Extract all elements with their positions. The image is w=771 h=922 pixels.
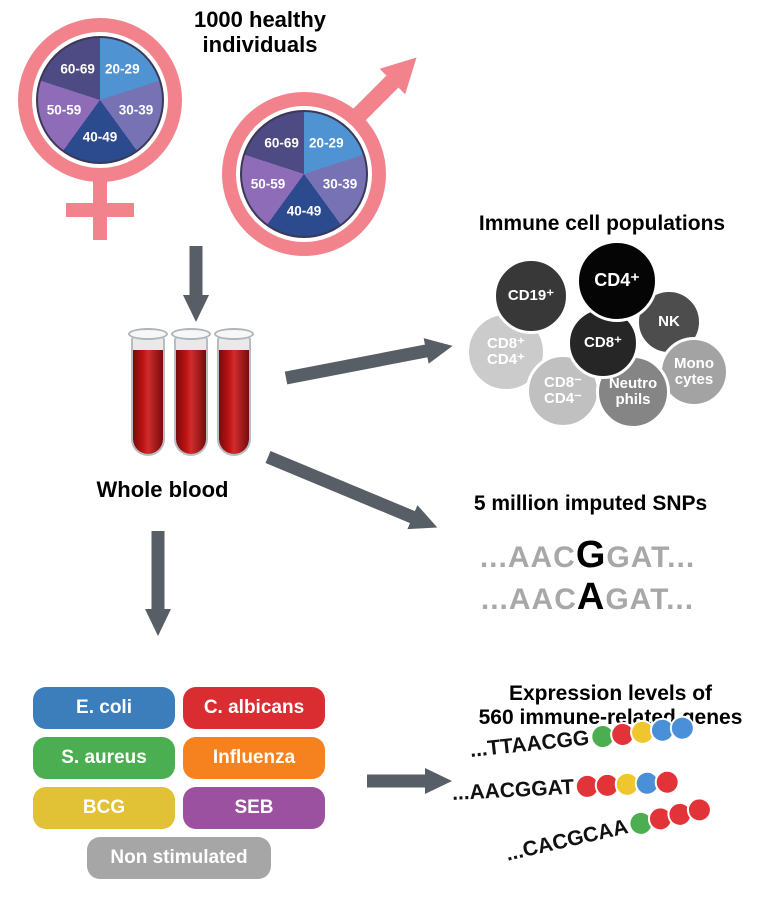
male-ring: 20-29 30-39 40-49 50-59 60-69: [222, 92, 386, 256]
expression-bead: [654, 769, 681, 796]
snp-variant-allele: A: [576, 576, 606, 618]
snp-sequence-ref: ...AACGGAT...: [415, 534, 760, 577]
stimulus-label: Influenza: [212, 747, 296, 768]
gene-sequence: ...CACGCAA: [503, 814, 631, 866]
cell-label: CD19⁺: [507, 286, 555, 304]
stimulus-label: SEB: [234, 797, 274, 818]
blood-fill: [176, 350, 206, 454]
snps-title: 5 million imputed SNPs: [473, 492, 708, 515]
cohort-title-line1: 1000 healthy: [193, 7, 327, 32]
age-label: 50-59: [250, 176, 286, 192]
stimulus-label: Non stimulated: [110, 847, 248, 868]
cell-circle-cd4pos: CD4⁺: [576, 240, 658, 322]
age-label: 60-69: [60, 61, 95, 77]
cell-circle-cd19pos: CD19⁺: [493, 258, 569, 334]
tube-glass: [174, 336, 208, 456]
stimulus-pill-seb: SEB: [183, 787, 325, 829]
tube-rim: [128, 328, 168, 340]
blood-fill: [133, 350, 163, 454]
female-ring: 20-29 30-39 40-49 50-59 60-69: [18, 18, 182, 182]
stimulus-label: E. coli: [76, 697, 132, 718]
blood-fill: [219, 350, 249, 454]
expression-title-line1: Expression levels of: [508, 682, 713, 705]
gene-row: ...AACGGAT: [451, 769, 681, 806]
age-label: 50-59: [46, 102, 82, 118]
arrow-blood-to-cells: [284, 338, 453, 385]
stimulus-pill-saureus: S. aureus: [33, 737, 175, 779]
stimulus-label: C. albicans: [203, 697, 305, 718]
age-label: 60-69: [264, 135, 299, 151]
snp-sequence-alt: ...AACAGAT...: [415, 576, 760, 619]
male-symbol-arrow: [349, 57, 417, 125]
female-age-pie: 20-29 30-39 40-49 50-59 60-69: [36, 36, 164, 164]
stimulus-pill-calbicans: C. albicans: [183, 687, 325, 729]
test-tube: [128, 328, 168, 458]
cell-label: CD8⁺ CD4⁺: [487, 334, 525, 368]
snp-seq-pre: ...AAC: [480, 583, 577, 616]
snp-variant-allele: G: [575, 534, 607, 576]
stimulus-pill-nonstimulated: Non stimulated: [87, 837, 271, 879]
cohort-title-line2: individuals: [202, 31, 318, 57]
cell-label: CD8⁺: [584, 333, 622, 351]
test-tube: [171, 328, 211, 458]
arrow-blood-to-snps: [265, 450, 438, 530]
female-symbol-crossbar: [66, 203, 134, 217]
gene-sequence: ...TTAACGG: [468, 726, 591, 762]
expression-title: Expression levels of 560 immune-related …: [458, 682, 763, 729]
age-label: 30-39: [118, 102, 154, 118]
cohort-title: 1000 healthy individuals: [158, 7, 362, 57]
male-age-pie: 20-29 30-39 40-49 50-59 60-69: [240, 110, 368, 238]
tube-rim: [171, 328, 211, 340]
cell-label: Mono cytes: [674, 354, 714, 388]
stimulus-pill-ecoli: E. coli: [33, 687, 175, 729]
stimulus-label: S. aureus: [61, 747, 147, 768]
snp-seq-post: GAT...: [605, 583, 695, 616]
stimulus-pill-bcg: BCG: [33, 787, 175, 829]
tube-glass: [217, 336, 251, 456]
cell-label: CD4⁺: [594, 270, 640, 291]
cell-label: Neutro phils: [608, 374, 658, 408]
snp-seq-post: GAT...: [606, 541, 696, 574]
gene-row: ...CACGCAA: [503, 794, 715, 867]
test-tube: [214, 328, 254, 458]
stimulus-label: BCG: [82, 797, 126, 818]
age-label: 30-39: [322, 176, 358, 192]
tube-glass: [131, 336, 165, 456]
age-label: 40-49: [82, 129, 118, 145]
age-label: 40-49: [286, 203, 322, 219]
gene-sequence: ...AACGGAT: [451, 775, 575, 805]
age-label: 20-29: [105, 61, 140, 77]
age-label: 20-29: [309, 135, 344, 151]
immune-cells-title: Immune cell populations: [478, 212, 726, 235]
tube-rim: [214, 328, 254, 340]
stimulus-pill-influenza: Influenza: [183, 737, 325, 779]
snp-seq-pre: ...AAC: [479, 541, 576, 574]
whole-blood-label: Whole blood: [96, 477, 229, 502]
cell-label: CD8⁻ CD4⁻: [544, 373, 582, 407]
cell-label: NK: [658, 312, 680, 330]
